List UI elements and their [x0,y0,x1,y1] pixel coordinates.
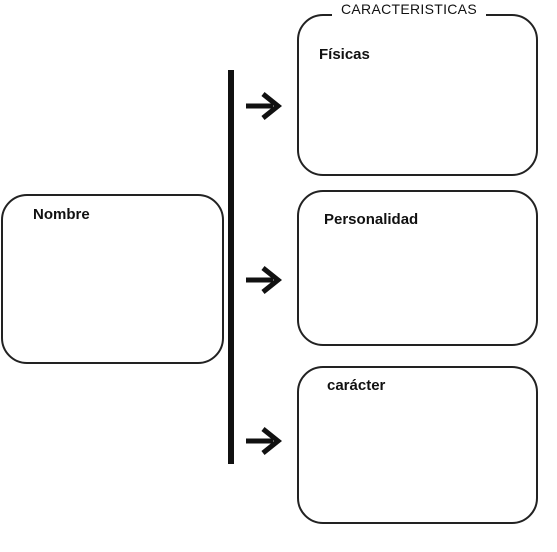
arrow-icon-fisicas [246,92,283,120]
caracter-box: carácter [297,366,538,524]
caracter-label: carácter [327,377,386,394]
arrow-icon-caracter [246,427,283,455]
nombre-label: Nombre [33,206,90,223]
arrow-icon-personalidad [246,266,283,294]
fisicas-box: Físicas [297,14,538,176]
nombre-box: Nombre [1,194,224,364]
fisicas-label: Físicas [319,46,370,63]
personalidad-box: Personalidad [297,190,538,346]
caracteristicas-header: CARACTERISTICAS [332,0,486,20]
personalidad-label: Personalidad [324,211,419,228]
